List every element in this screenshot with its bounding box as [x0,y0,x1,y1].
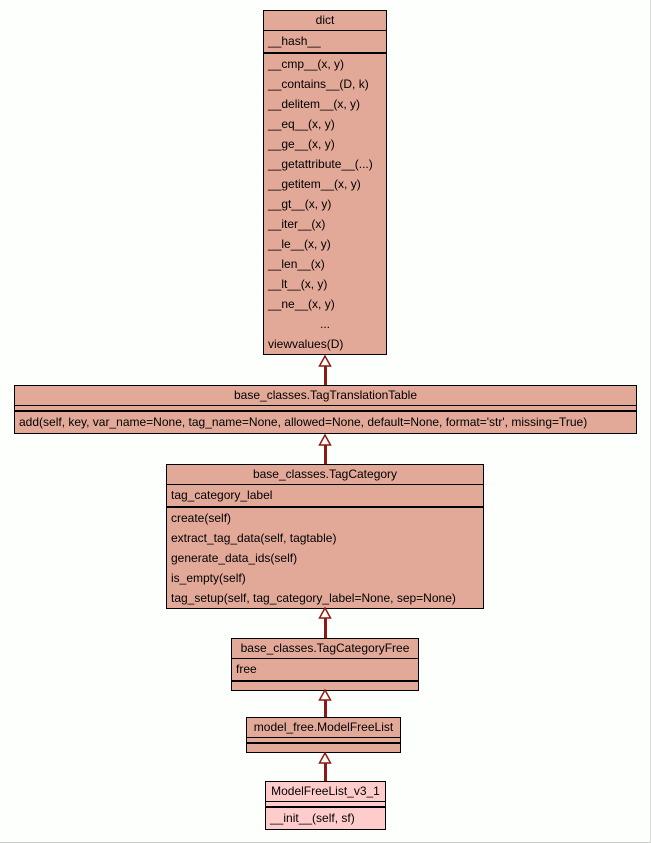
arrow-shaft [323,763,327,781]
inheritance-arrow [318,752,332,781]
method-row: __le__(x, y) [268,237,331,251]
class-title: base_classes.TagCategory [167,465,483,485]
class-box-tagtranslationtable[interactable]: base_classes.TagTranslationTable add(sel… [14,385,637,434]
attributes-compartment: __hash__ [264,31,386,54]
method-row: __cmp__(x, y) [268,57,345,71]
methods-compartment: create(self) extract_tag_data(self, tagt… [167,508,483,608]
method-row: __lt__(x, y) [268,277,328,291]
method-row: __init__(self, sf) [270,811,355,825]
method-row: extract_tag_data(self, tagtable) [171,531,337,545]
class-title: base_classes.TagTranslationTable [15,386,636,406]
attribute-row: free [236,662,257,676]
method-row: generate_data_ids(self) [171,551,298,565]
method-row: add(self, key, var_name=None, tag_name=N… [19,415,588,429]
class-box-tagcategory[interactable]: base_classes.TagCategory tag_category_la… [166,464,484,609]
methods-compartment: add(self, key, var_name=None, tag_name=N… [15,412,636,433]
attribute-row: tag_category_label [171,488,273,502]
class-title: ModelFreeList_v3_1 [266,782,385,802]
inheritance-arrow [318,689,332,717]
attributes-compartment-empty [247,738,400,744]
method-row: __len__(x) [268,257,325,271]
method-row: __iter__(x) [268,217,326,231]
methods-compartment-empty [247,744,400,752]
method-row: tag_setup(self, tag_category_label=None,… [171,591,456,605]
method-row: create(self) [171,511,232,525]
method-ellipsis-row: ... [319,317,330,331]
inheritance-arrow [318,355,332,385]
method-row: __gt__(x, y) [268,197,332,211]
class-box-dict[interactable]: dict __hash__ __cmp__(x, y) __contains__… [263,10,387,355]
method-row: __getattribute__(...) [268,157,373,171]
methods-compartment: __cmp__(x, y) __contains__(D, k) __delit… [264,54,386,354]
class-title: dict [264,11,386,31]
method-row: __getitem__(x, y) [268,177,361,191]
method-row: __delitem__(x, y) [268,97,361,111]
method-row: __ne__(x, y) [268,297,335,311]
attributes-compartment: tag_category_label [167,485,483,508]
arrow-shaft [323,445,327,464]
attributes-compartment-empty [15,406,636,412]
attributes-compartment: free [232,659,418,682]
method-row: __eq__(x, y) [268,117,335,131]
arrow-shaft [323,700,327,717]
class-title: model_free.ModelFreeList [247,718,400,738]
inheritance-arrow [318,434,332,464]
method-row: viewvalues(D) [268,337,344,351]
class-title: base_classes.TagCategoryFree [232,639,418,659]
method-row: __contains__(D, k) [268,77,369,91]
method-row: __ge__(x, y) [268,137,335,151]
class-box-modelfreelist[interactable]: model_free.ModelFreeList [246,717,401,753]
methods-compartment: __init__(self, sf) [266,808,385,829]
class-box-tagcategoryfree[interactable]: base_classes.TagCategoryFree free [231,638,419,691]
class-box-modelfreelist-v3-1[interactable]: ModelFreeList_v3_1 __init__(self, sf) [265,781,386,830]
attributes-compartment-empty [266,802,385,808]
arrow-shaft [323,366,327,385]
method-row: is_empty(self) [171,571,246,585]
arrow-shaft [323,618,327,638]
attribute-row: __hash__ [268,34,321,48]
inheritance-arrow [318,607,332,638]
